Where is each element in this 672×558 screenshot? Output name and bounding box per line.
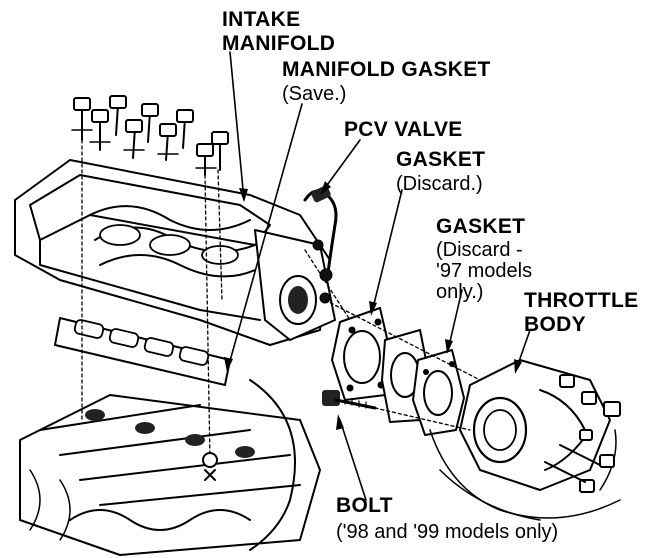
intake-manifold-label-line1: INTAKE [222,8,300,31]
gasket-2-note-line3: only.) [436,281,483,303]
throttle-body-illustration [429,359,621,521]
label-throttle-body: THROTTLE BODY [524,289,638,336]
throttle-body-label-line1: THROTTLE [524,289,638,312]
gasket-2-label: GASKET [436,215,525,238]
throttle-gasket-2-illustration [412,349,465,436]
gasket-1-label: GASKET [396,148,485,171]
cylinder-head-illustration [19,379,321,556]
label-pcv-valve: PCV VALVE [344,118,463,141]
bolt-illustration [322,390,471,431]
label-bolt: BOLT ('98 and '99 models only) [336,494,558,543]
label-gasket-1: GASKET (Discard.) [396,148,485,195]
intake-manifold-label-line2: MANIFOLD [222,32,335,55]
bolt-note: ('98 and '99 models only) [336,521,558,543]
label-gasket-2: GASKET (Discard - '97 models only.) [436,215,532,303]
gasket-2-note-line2: '97 models [436,260,532,282]
label-manifold-gasket: MANIFOLD GASKET (Save.) [282,58,491,105]
bolt-label: BOLT [336,494,393,517]
gasket-1-note: (Discard.) [396,173,483,195]
manifold-gasket-illustration [54,317,231,386]
label-intake-manifold: INTAKE MANIFOLD [222,8,335,55]
leader-lines [227,51,531,501]
throttle-body-label-line2: BODY [524,313,586,336]
alignment-lines [304,249,481,381]
manifold-fasteners [71,95,229,481]
gasket-2-note-line1: (Discard - [436,239,523,261]
pcv-valve-label: PCV VALVE [344,118,463,141]
manifold-gasket-note: (Save.) [282,83,346,105]
leader-arrowheads [224,181,522,430]
throttle-gasket-1-illustration [331,307,393,401]
manifold-gasket-label: MANIFOLD GASKET [282,58,491,81]
intake-manifold-illustration [14,159,336,346]
